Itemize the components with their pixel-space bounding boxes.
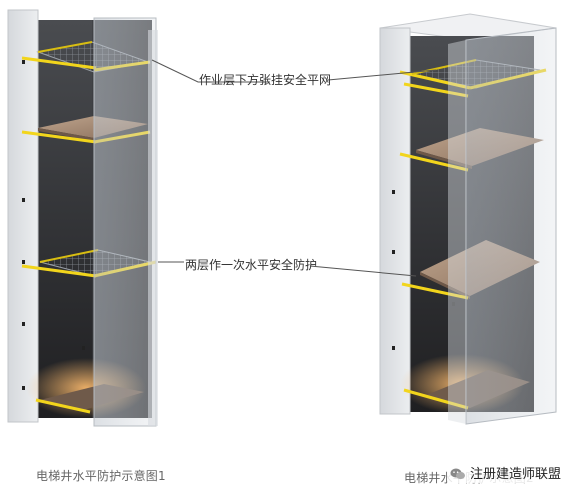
shaft-left-front-glass bbox=[93, 17, 157, 427]
annotation-top: 作业层下方张挂安全平网 bbox=[199, 73, 332, 87]
leader-lines bbox=[151, 59, 437, 277]
leader-middle-right bbox=[309, 265, 417, 277]
wall-anchor-holes-right bbox=[392, 190, 455, 350]
wall-anchor-holes-left bbox=[22, 60, 85, 390]
shaft-left bbox=[7, 9, 158, 427]
shaft-left-right-glass bbox=[148, 30, 158, 426]
shaft-right-side-wall bbox=[379, 27, 411, 415]
annotation-middle: 两层作一次水平安全防护 bbox=[185, 258, 318, 272]
shaft-right-inner-glass bbox=[448, 40, 466, 424]
wechat-icon bbox=[450, 466, 466, 480]
shaft-right-front-glass bbox=[465, 27, 557, 425]
shaft-left-side-wall bbox=[7, 9, 39, 423]
watermark-text: 注册建造师联盟 bbox=[469, 467, 561, 482]
leader-top bbox=[151, 59, 270, 83]
caption-left: 电梯井水平防护示意图1 bbox=[36, 469, 166, 483]
watermark: 注册建造师联盟 bbox=[446, 462, 564, 483]
leader-top-right bbox=[327, 69, 437, 81]
shaft-right bbox=[379, 13, 557, 425]
